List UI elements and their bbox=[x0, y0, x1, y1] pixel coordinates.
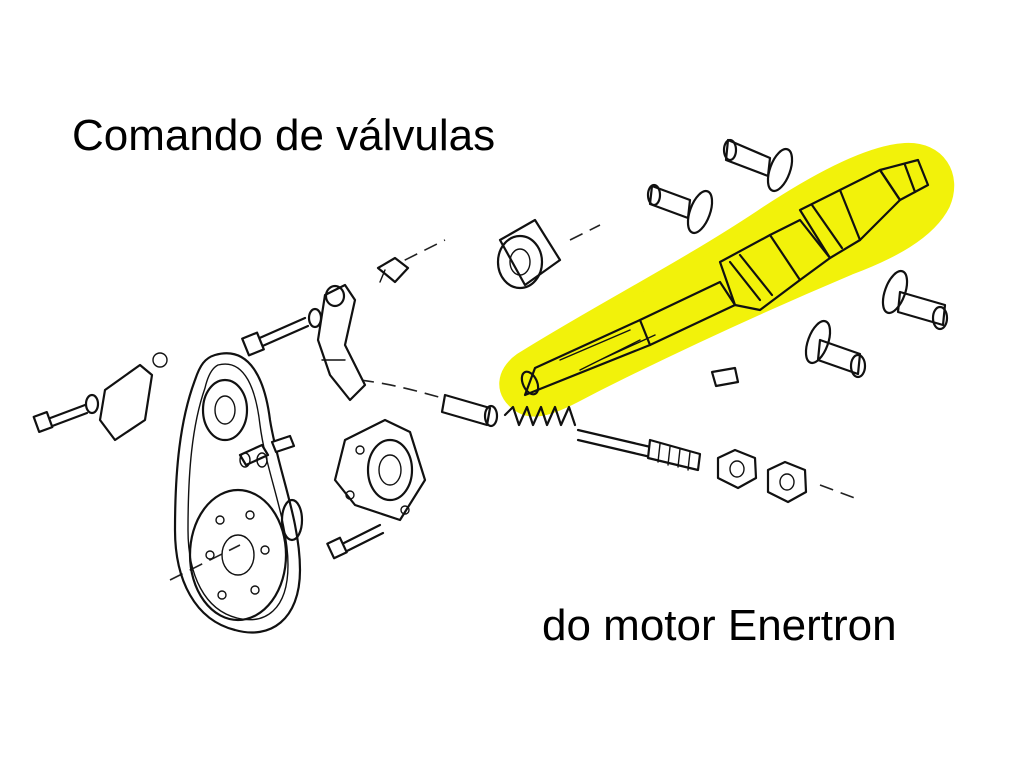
axis-line-3 bbox=[819, 484, 861, 501]
washer-1 bbox=[239, 452, 251, 468]
axis-line-5 bbox=[359, 379, 451, 401]
bearing-flange bbox=[333, 418, 427, 522]
bolt-left-1 bbox=[241, 307, 323, 357]
bracket bbox=[98, 363, 154, 442]
tensioner bbox=[238, 434, 304, 542]
cam-sprocket bbox=[201, 378, 249, 442]
nuts bbox=[716, 448, 808, 504]
woodruff-key bbox=[710, 366, 740, 388]
small-bolt bbox=[376, 256, 410, 284]
spring bbox=[503, 405, 577, 427]
camshaft bbox=[520, 158, 930, 397]
timing-chain bbox=[173, 352, 302, 634]
washer-2 bbox=[256, 452, 268, 468]
bracket-washer bbox=[152, 352, 168, 368]
axis-line-1 bbox=[569, 224, 601, 241]
slide-subtitle: do motor Enertron bbox=[542, 601, 897, 650]
adjusting-rod bbox=[576, 428, 702, 472]
roller bbox=[496, 218, 562, 290]
bolt-bottom bbox=[326, 523, 385, 560]
rocker-arm bbox=[316, 283, 367, 402]
timing-chain-inner bbox=[187, 363, 289, 621]
crank-sprocket bbox=[188, 488, 288, 622]
slide-title: Comando de válvulas bbox=[72, 111, 496, 160]
tappets bbox=[646, 138, 949, 379]
sleeve bbox=[440, 393, 499, 428]
bolt-left-2 bbox=[32, 393, 100, 434]
